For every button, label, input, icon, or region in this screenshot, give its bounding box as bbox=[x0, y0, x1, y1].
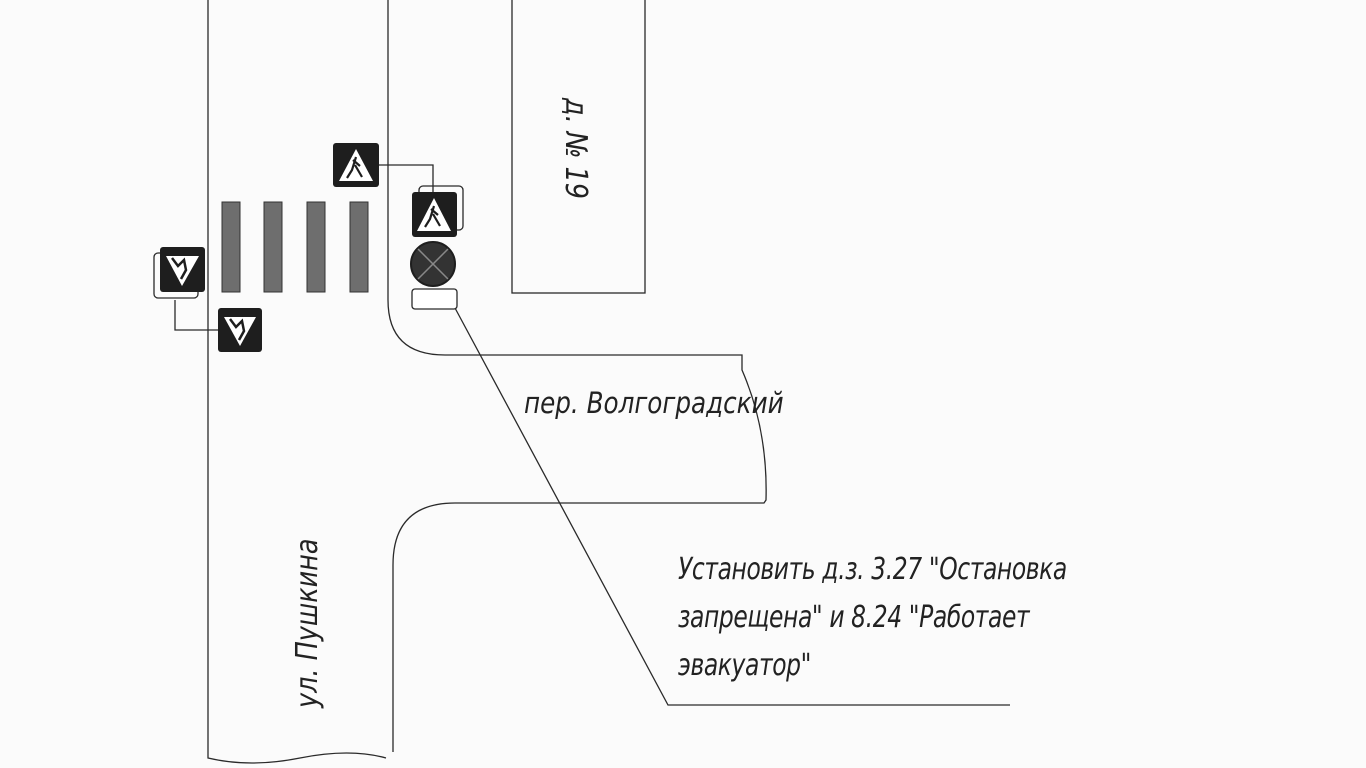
tow-truck-plate bbox=[411, 288, 458, 310]
note-line: эвакуатор" bbox=[678, 648, 811, 683]
pedestrian-crossing-sign-top bbox=[333, 143, 379, 187]
note-line: Установить д.з. 3.27 "Остановка bbox=[678, 552, 1067, 587]
pedestrian-crossing-sign-left-lower bbox=[218, 308, 262, 352]
no-stopping-sign-icon bbox=[410, 241, 456, 287]
crosswalk-stripe bbox=[221, 201, 241, 293]
pedestrian-crossing-sign-left-upper bbox=[160, 247, 205, 292]
pedestrian-crossing-sign-right bbox=[412, 192, 457, 237]
street-name-label: ул. Пушкина bbox=[290, 538, 325, 708]
sign-connector-top bbox=[379, 164, 434, 192]
house-number-label: д. № 19 bbox=[558, 98, 593, 199]
crosswalk-stripe bbox=[263, 201, 283, 293]
lane-name-label: пер. Волгоградский bbox=[524, 386, 784, 420]
crosswalk-stripe bbox=[306, 201, 326, 293]
leader-line bbox=[454, 307, 1010, 706]
crosswalk bbox=[221, 201, 369, 293]
sign-connector-left bbox=[174, 300, 218, 331]
street-right-edge-upper bbox=[387, 0, 767, 752]
street-left-edge bbox=[207, 0, 387, 764]
crosswalk-stripe bbox=[349, 201, 369, 293]
note-line: запрещена" и 8.24 "Работает bbox=[678, 600, 1030, 635]
instruction-note: Установить д.з. 3.27 "Остановка запрещен… bbox=[678, 546, 1067, 690]
house-outline bbox=[511, 0, 646, 294]
